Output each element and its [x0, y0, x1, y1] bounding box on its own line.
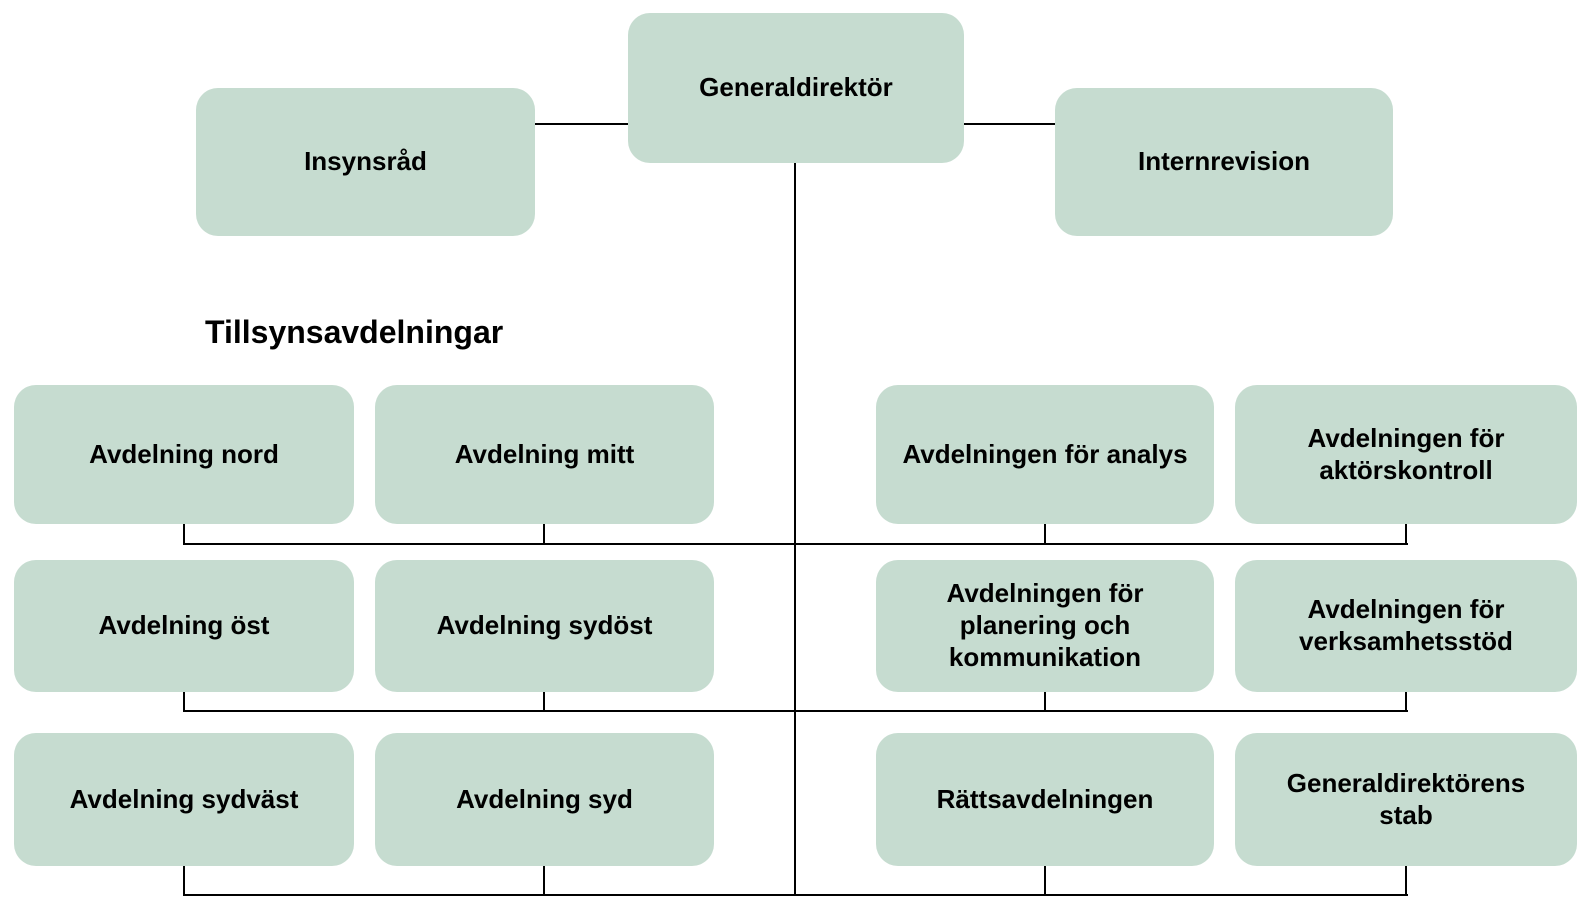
connector-rail-row1 — [184, 543, 1408, 545]
connector-stub — [183, 524, 185, 545]
node-avdelningen-for-planering-och-kommunikation: Avdelningen för planering och kommunikat… — [876, 560, 1214, 692]
node-avdelning-sydost: Avdelning sydöst — [375, 560, 714, 692]
connector-stub — [183, 692, 185, 712]
section-heading: Tillsynsavdelningar — [205, 314, 504, 350]
node-label: Avdelningen för aktörskontroll — [1307, 422, 1505, 485]
connector-stub — [1405, 866, 1407, 896]
connector-stub — [183, 866, 185, 896]
node-label: Avdelningen för analys — [902, 438, 1188, 469]
node-avdelning-sydvast: Avdelning sydväst — [14, 733, 354, 866]
connector-central-spine — [794, 163, 796, 896]
node-label: Internrevision — [1138, 146, 1310, 177]
connector-stub — [1405, 692, 1407, 712]
node-label: Avdelning öst — [98, 610, 270, 641]
connector-rail-row3 — [184, 894, 1408, 896]
node-label: Avdelning mitt — [454, 438, 635, 469]
node-label: Avdelning syd — [456, 783, 633, 814]
node-avdelning-syd: Avdelning syd — [375, 733, 714, 866]
node-rattsavdelningen: Rättsavdelningen — [876, 733, 1214, 866]
node-label: Generaldirektör — [699, 72, 893, 103]
node-generaldirektor: Generaldirektör — [628, 13, 964, 163]
node-label: Avdelning sydöst — [436, 610, 653, 641]
connector-stub — [1044, 866, 1046, 896]
node-label: Avdelningen för verksamhetsstöd — [1299, 594, 1513, 656]
node-label: Avdelning sydväst — [69, 783, 299, 814]
node-avdelning-ost: Avdelning öst — [14, 560, 354, 692]
node-avdelningen-for-aktorskontroll: Avdelningen för aktörskontroll — [1235, 385, 1577, 524]
node-avdelningen-for-verksamhetsstod: Avdelningen för verksamhetsstöd — [1235, 560, 1577, 692]
node-label: Insynsråd — [304, 146, 427, 177]
node-label: Rättsavdelningen — [936, 783, 1154, 814]
node-label: Avdelning nord — [89, 438, 279, 469]
connector-stub — [1044, 692, 1046, 712]
node-insynsrad: Insynsråd — [196, 88, 535, 236]
node-label: Avdelningen för planering och kommunikat… — [946, 578, 1144, 672]
connector-stub — [543, 866, 545, 896]
connector-stub — [543, 524, 545, 545]
connector-insynsrad — [535, 123, 628, 125]
node-internrevision: Internrevision — [1055, 88, 1393, 236]
node-avdelningen-for-analys: Avdelningen för analys — [876, 385, 1214, 524]
connector-stub — [1044, 524, 1046, 545]
connector-stub — [1405, 524, 1407, 545]
connector-stub — [543, 692, 545, 712]
connector-internrevision — [964, 123, 1055, 125]
node-avdelning-mitt: Avdelning mitt — [375, 385, 714, 524]
node-avdelning-nord: Avdelning nord — [14, 385, 354, 524]
node-generaldirektorens-stab: Generaldirektörens stab — [1235, 733, 1577, 866]
connector-rail-row2 — [184, 710, 1408, 712]
node-label: Generaldirektörens stab — [1286, 767, 1526, 830]
